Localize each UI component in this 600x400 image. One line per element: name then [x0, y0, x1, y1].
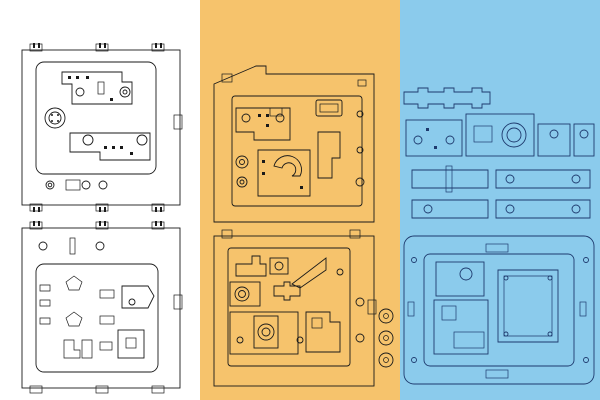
panel-right-laser-cut-sheet — [400, 0, 600, 400]
panel-left-laser-cut-sheet — [0, 0, 200, 400]
right-top-parts — [403, 87, 595, 219]
left-top-board — [21, 43, 183, 212]
mid-top-board — [213, 65, 375, 223]
mid-bottom-board — [213, 229, 394, 387]
right-cut-drawing — [400, 0, 600, 400]
right-bottom-board — [403, 235, 595, 385]
left-bottom-board — [21, 221, 183, 394]
left-cut-drawing — [21, 43, 183, 394]
panel-mid-laser-cut-sheet — [200, 0, 400, 400]
mid-cut-drawing — [200, 0, 400, 400]
